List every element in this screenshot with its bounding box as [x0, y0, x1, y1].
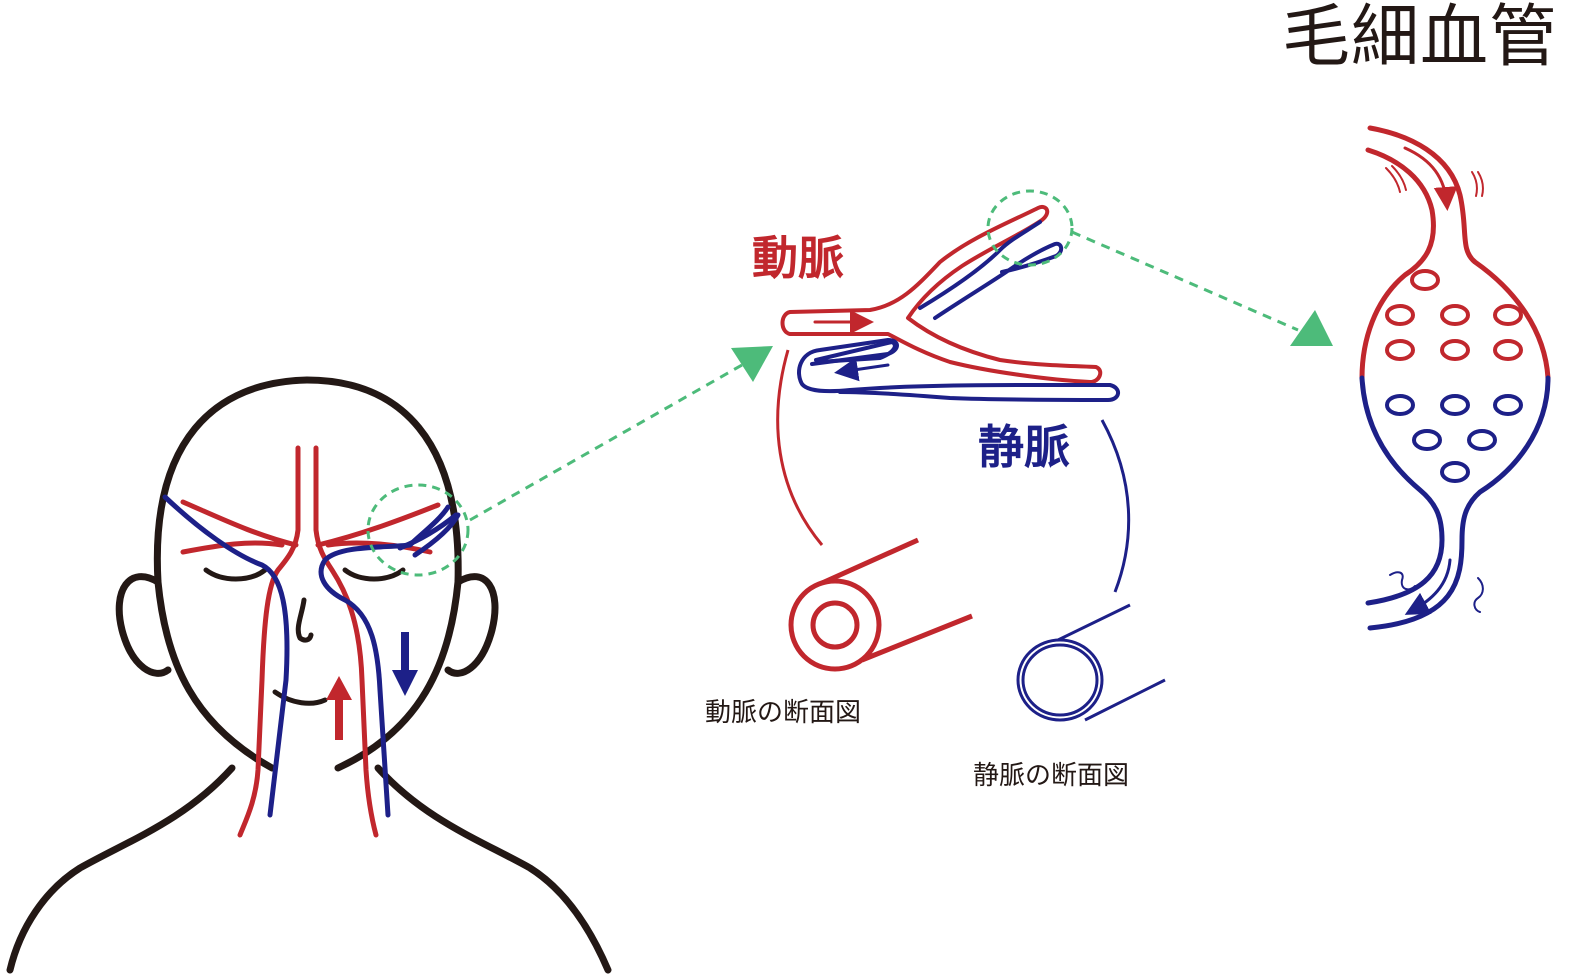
- zoom-line-1: [469, 363, 743, 522]
- forehead-artery-left: [237, 445, 301, 838]
- artery-cross-section-caption: 動脈の断面図: [705, 698, 862, 728]
- vessel-zoom-circle: [986, 189, 1074, 267]
- artery-connector: [776, 349, 824, 546]
- capillary-out-arrow: [1404, 558, 1452, 615]
- vein-label: 静脈: [978, 420, 1070, 474]
- flow-down-arrow-icon: [392, 632, 418, 696]
- red-blood-cell: [1410, 269, 1440, 291]
- artery-label: 動脈: [752, 231, 844, 285]
- face-vein-left: [162, 494, 290, 818]
- vein-vessel-main: [797, 338, 1120, 402]
- vein-flow-arrow: [834, 357, 890, 382]
- green-triangle-icon-2: [1290, 310, 1333, 346]
- vein-connector: [1100, 419, 1131, 593]
- capillary-vein-side: [1367, 375, 1551, 631]
- red-blood-cell: [1440, 304, 1470, 326]
- artery-cross-section: [788, 537, 973, 672]
- blue-blood-cell: [1440, 461, 1470, 483]
- left-eye: [203, 567, 268, 582]
- head-figure: [6, 376, 612, 974]
- capillary-artery-side: [1367, 125, 1551, 381]
- blue-blood-cell: [1412, 429, 1442, 451]
- mouth: [272, 689, 328, 706]
- zoom-line-2: [1071, 230, 1299, 332]
- motion-marks-vein: [1389, 571, 1484, 613]
- vein-cross-section-caption: 静脈の断面図: [973, 761, 1130, 791]
- face-vein-right-2: [397, 512, 459, 551]
- flow-up-arrow-icon: [326, 676, 352, 740]
- page-title: 毛細血管: [1282, 0, 1559, 77]
- brow-artery-left-2: [180, 540, 285, 555]
- blue-blood-cell: [1493, 394, 1523, 416]
- green-triangle-icon: [731, 346, 773, 382]
- forehead-artery-right: [313, 445, 379, 838]
- blue-blood-cell: [1467, 429, 1497, 451]
- nose: [295, 597, 314, 643]
- red-blood-cell: [1493, 339, 1523, 361]
- head-outline: [153, 376, 462, 586]
- face-zoom-circle: [366, 483, 470, 577]
- vessel-detail: [780, 205, 1120, 402]
- face-jaw: [154, 578, 276, 772]
- face-vessels: [162, 445, 461, 838]
- red-blood-cell: [1493, 304, 1523, 326]
- brow-artery-left: [180, 499, 299, 548]
- motion-marks: [1385, 165, 1484, 197]
- vein-upper-branch: [918, 220, 1064, 320]
- artery-vessel: [780, 205, 1103, 384]
- capillary-detail: [1359, 125, 1551, 631]
- right-eye: [342, 567, 406, 582]
- shoulder-right: [374, 764, 612, 974]
- capillary-artery-side-left: [1359, 147, 1436, 381]
- right-ear: [444, 573, 499, 677]
- capillary-vein-side-left: [1359, 375, 1445, 606]
- face-vein-right-branch: [412, 512, 461, 558]
- shoulder-left: [6, 764, 236, 974]
- red-blood-cell: [1385, 304, 1415, 326]
- blue-blood-cell: [1440, 394, 1470, 416]
- capillary-in-arrow: [1403, 146, 1458, 211]
- blood-cells: [1385, 269, 1523, 483]
- left-ear: [115, 573, 172, 677]
- red-blood-cell: [1440, 339, 1470, 361]
- red-blood-cell: [1385, 339, 1415, 361]
- blue-blood-cell: [1385, 394, 1415, 416]
- vein-cross-section: [1016, 603, 1166, 722]
- brow-artery-right: [315, 502, 441, 548]
